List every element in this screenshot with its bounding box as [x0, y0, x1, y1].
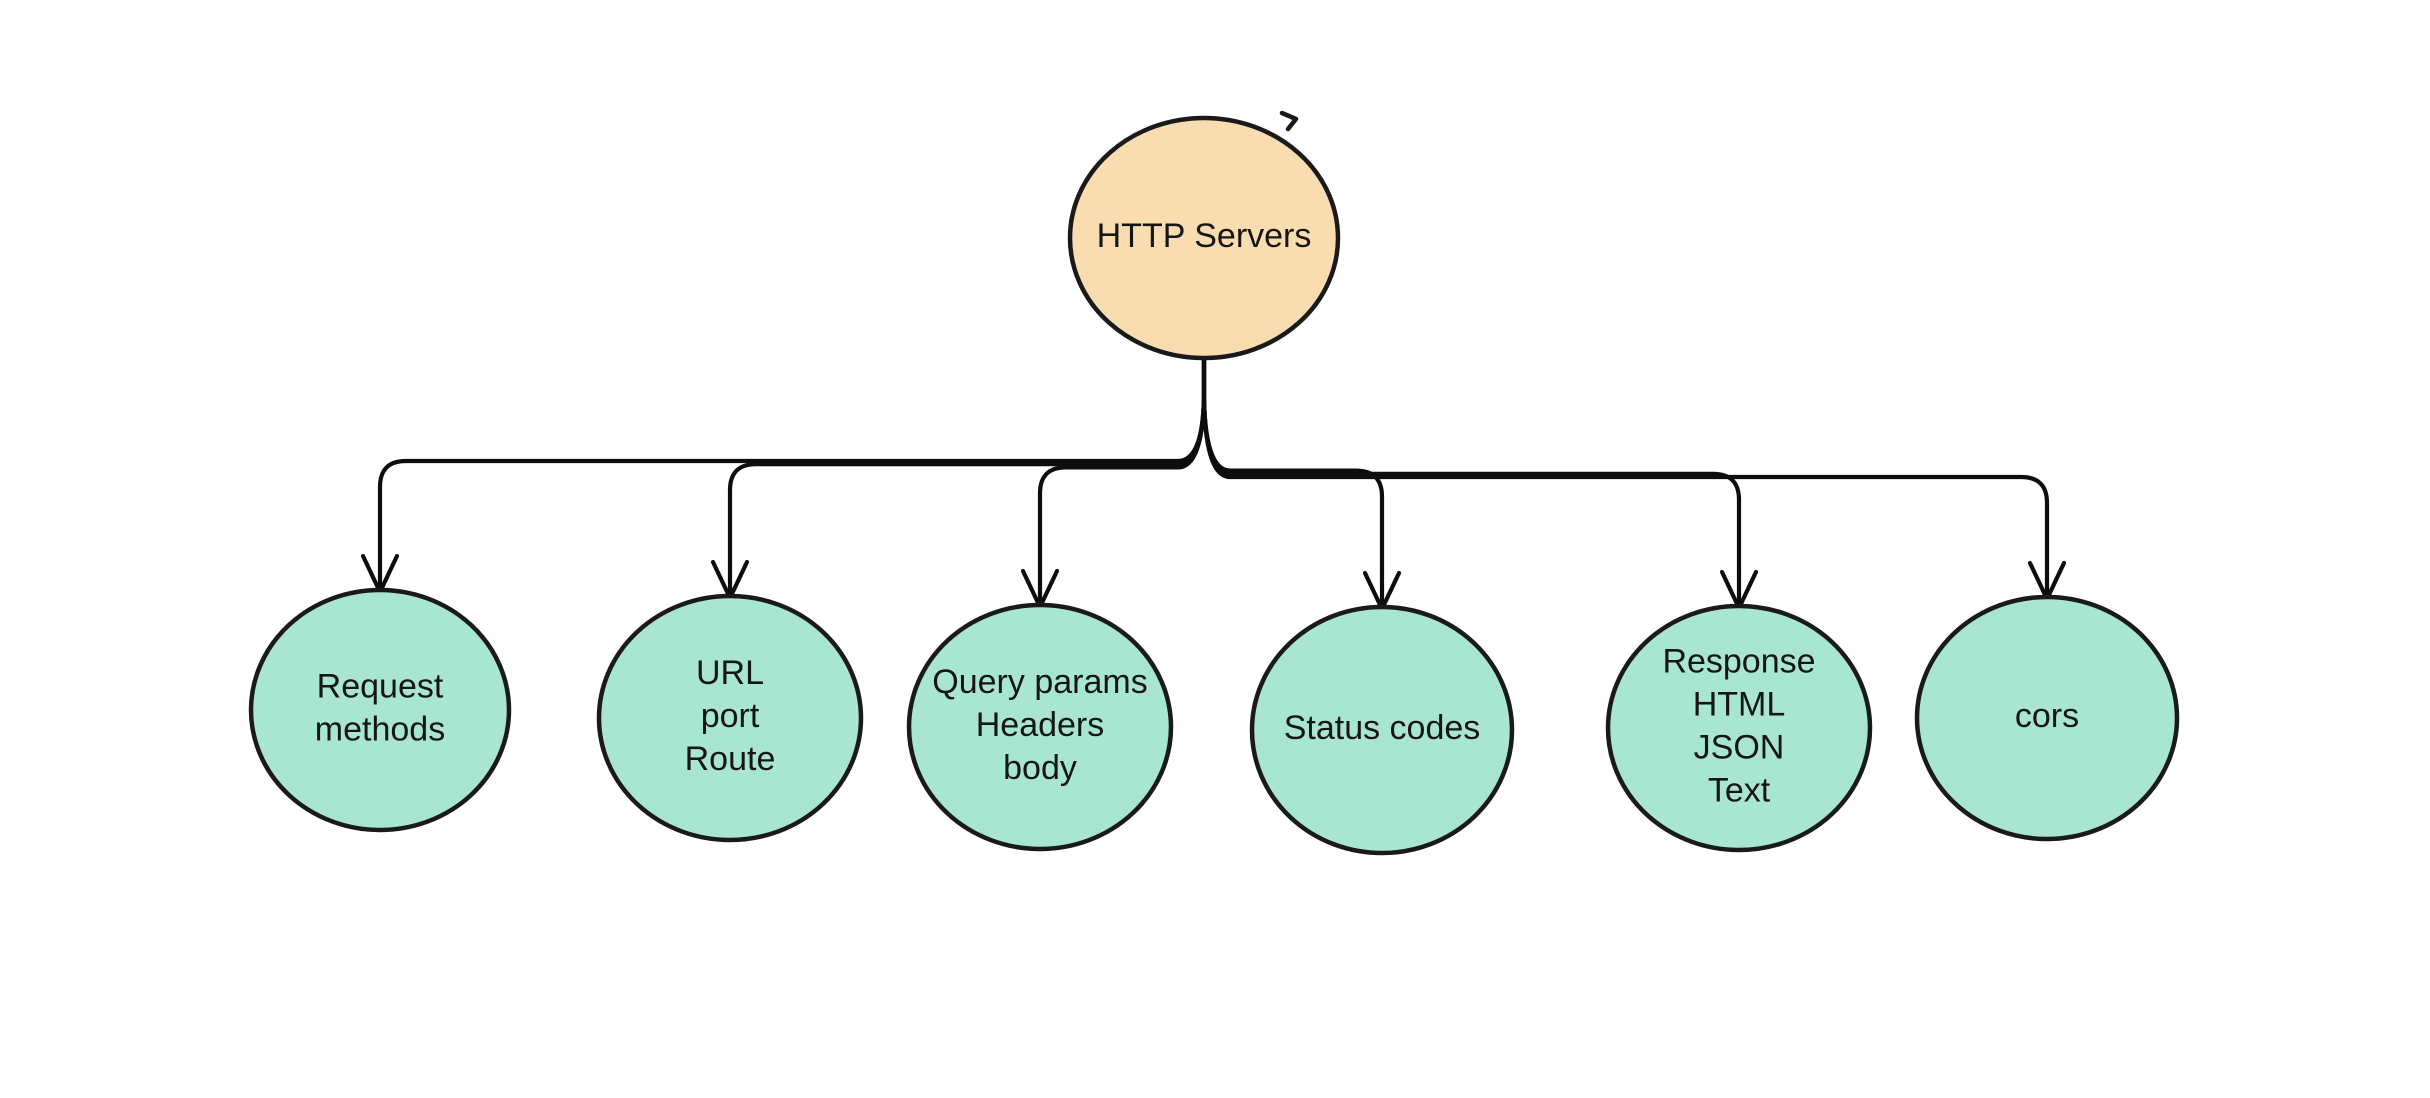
- edge-root-to-response-formats: [1201, 355, 1742, 575]
- node-url-port-route-label-line: port: [701, 697, 760, 735]
- node-http-servers[interactable]: HTTP Servers: [1067, 115, 1341, 361]
- node-cors-shape[interactable]: [1914, 594, 2180, 842]
- node-http-servers-shape[interactable]: [1067, 115, 1341, 361]
- node-request-methods[interactable]: Request methods: [248, 587, 512, 833]
- node-response-formats-shape[interactable]: [1605, 603, 1873, 853]
- edge-root-to-request-methods: [377, 355, 1207, 559]
- node-response-formats-label-line: Response: [1662, 642, 1815, 680]
- node-query-params-headers-body-label-line: body: [1003, 749, 1077, 787]
- node-cors[interactable]: cors: [1914, 594, 2180, 842]
- node-url-port-route-shape[interactable]: [596, 593, 864, 843]
- node-status-codes[interactable]: Status codes: [1249, 604, 1515, 856]
- node-response-formats-label-line: JSON: [1694, 728, 1785, 766]
- edge-root-to-query-params: [1037, 355, 1207, 574]
- node-request-methods-label-line: methods: [315, 710, 445, 748]
- node-url-port-route-label-line: URL: [696, 654, 764, 692]
- arrowheads-layer: [360, 553, 2067, 612]
- node-request-methods-label-line: Request: [317, 667, 444, 705]
- edge-root-to-cors: [1201, 355, 2050, 566]
- node-query-params-headers-body-label-line: Headers: [976, 706, 1105, 744]
- node-query-params-headers-body-label-line: Query params: [932, 663, 1147, 701]
- node-status-codes-label: Status codes: [1284, 709, 1481, 747]
- sketch-stroke-tick-icon: [1279, 110, 1299, 132]
- node-response-formats-label-line: Text: [1708, 771, 1771, 809]
- node-http-servers-label-line: HTTP Servers: [1097, 217, 1312, 255]
- node-url-port-route-label-line: Route: [685, 740, 776, 778]
- node-request-methods-label: Request methods: [315, 667, 445, 748]
- node-status-codes-label-line: Status codes: [1284, 709, 1481, 747]
- node-http-servers-label: HTTP Servers: [1097, 217, 1312, 255]
- edge-root-to-status-codes: [1201, 355, 1385, 576]
- node-cors-label: cors: [2015, 697, 2079, 735]
- node-cors-label-line: cors: [2015, 697, 2079, 735]
- node-response-formats-label-line: HTML: [1693, 685, 1786, 723]
- node-status-codes-shape[interactable]: [1249, 604, 1515, 856]
- node-request-methods-shape[interactable]: [248, 587, 512, 833]
- node-query-params-headers-body-shape[interactable]: [906, 602, 1174, 852]
- edges-layer: [377, 355, 2050, 612]
